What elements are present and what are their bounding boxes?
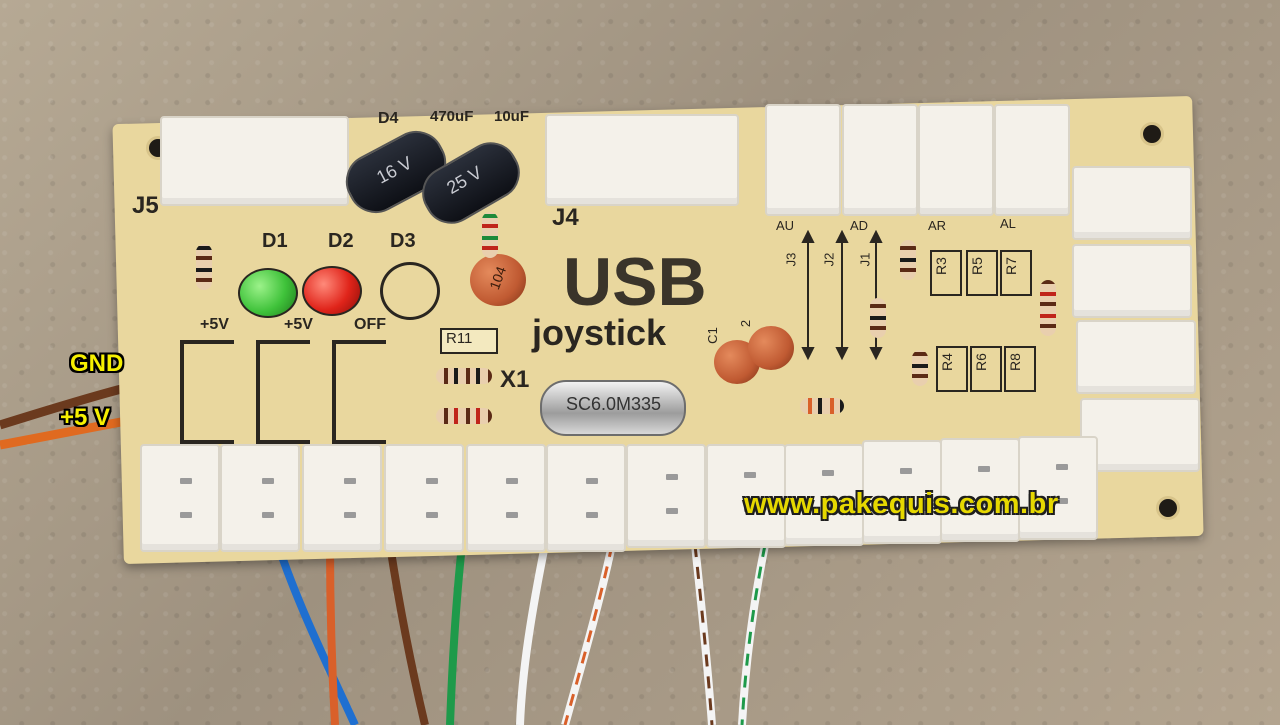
resistor <box>1040 280 1056 336</box>
cap2-label: 10uF <box>494 108 530 125</box>
r6-label: R6 <box>972 353 989 371</box>
r8-label: R8 <box>1006 353 1023 371</box>
resistor <box>912 350 928 386</box>
orange-wire <box>326 544 339 725</box>
gnd-wire-label: GND <box>70 350 124 377</box>
ceramic-capacitor <box>470 254 526 306</box>
bottom-header <box>862 440 942 544</box>
au-label: AU <box>776 218 795 233</box>
right-header-4 <box>1080 398 1200 472</box>
resistor <box>900 240 916 280</box>
c1-label: C1 <box>704 327 720 344</box>
crystal-oscillator <box>540 380 686 436</box>
power-label-off: OFF <box>354 316 386 333</box>
bottom-header <box>1018 436 1098 540</box>
power-label-left: +5V <box>200 316 229 333</box>
blue-wire <box>274 543 359 725</box>
green-led <box>238 268 298 318</box>
al-label: AL <box>1000 216 1016 231</box>
watermark-url: www.pakequis.com.br <box>744 488 1059 520</box>
right-header-3 <box>1076 320 1196 394</box>
resistor <box>482 212 498 258</box>
right-header-1 <box>1072 166 1192 240</box>
board-title: USB <box>563 244 707 320</box>
bottom-header <box>706 444 786 548</box>
bottom-header <box>140 444 220 552</box>
j5-header <box>160 116 349 206</box>
bottom-header <box>220 444 300 552</box>
ar-header <box>918 104 994 216</box>
plus5-wire-label: +5 V <box>60 404 111 431</box>
resistor <box>800 398 844 414</box>
power-label-middle: +5V <box>284 316 313 333</box>
resistor <box>870 298 886 338</box>
cap1-label: 470uF <box>430 108 474 125</box>
r4-label: R4 <box>938 353 955 371</box>
bottom-header <box>384 444 464 552</box>
brown-wire <box>386 544 429 725</box>
r11-box <box>440 328 498 354</box>
x1-label: X1 <box>500 366 530 393</box>
bottom-header <box>546 444 626 552</box>
al-header <box>994 104 1070 216</box>
j5-label: J5 <box>132 192 159 219</box>
bottom-header <box>940 438 1020 542</box>
j4-header <box>545 114 739 206</box>
right-header-2 <box>1072 244 1192 318</box>
j4-label: J4 <box>552 204 579 231</box>
resistor <box>436 408 492 424</box>
r3-label: R3 <box>932 257 949 275</box>
r11-label: R11 <box>446 330 473 347</box>
crystal-marking: SC6.0M335 <box>566 394 662 414</box>
board-subtitle: joystick <box>532 312 667 353</box>
jumper-bracket <box>332 340 386 444</box>
d3-label: D3 <box>390 230 416 252</box>
white-blue-wire <box>516 544 549 725</box>
ad-label: AD <box>850 218 869 233</box>
bottom-header <box>466 444 546 552</box>
resistor <box>436 368 492 384</box>
white-green-wire <box>738 544 769 725</box>
au-header <box>765 104 841 216</box>
red-led <box>302 266 362 316</box>
ceramic-c2 <box>748 326 794 370</box>
mounting-hole <box>1140 122 1164 146</box>
d4-label: D4 <box>378 110 399 127</box>
jumper-bracket <box>256 340 310 444</box>
r7-label: R7 <box>1002 257 1019 275</box>
d1-label: D1 <box>262 230 288 252</box>
r5-label: R5 <box>968 257 985 275</box>
c2-label: 2 <box>738 319 754 328</box>
d3-outline <box>380 262 440 320</box>
jumper-bracket <box>180 340 234 444</box>
resistor <box>196 244 212 290</box>
ar-label: AR <box>928 218 947 233</box>
green-wire <box>446 544 466 725</box>
bottom-header <box>626 444 706 548</box>
mounting-hole <box>1156 496 1180 520</box>
ad-header <box>842 104 918 216</box>
bottom-header <box>302 444 382 552</box>
d2-label: D2 <box>328 230 354 252</box>
